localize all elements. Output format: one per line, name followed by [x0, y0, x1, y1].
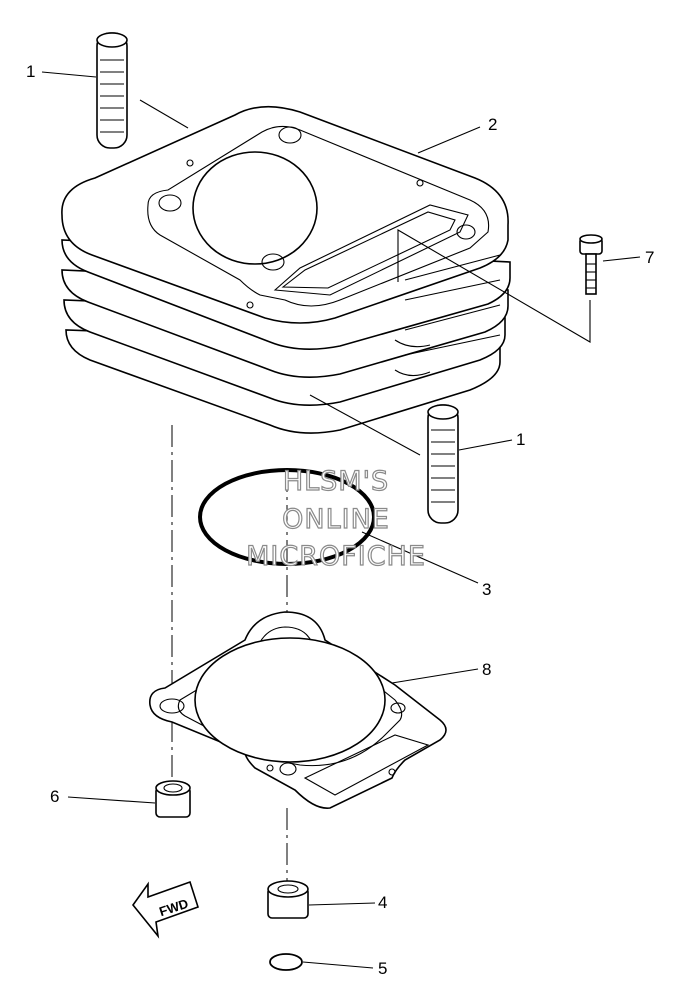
callout-3: 3 [482, 580, 491, 599]
watermark: HLSM'S ONLINE MICROFICHE [245, 465, 426, 572]
bolt-guide-line [397, 229, 591, 343]
cylinder-block [61, 105, 511, 434]
collar-left [155, 780, 191, 818]
fwd-arrow-icon: FWD [131, 880, 199, 939]
watermark-line-3: MICROFICHE [246, 541, 426, 572]
bolt [579, 234, 603, 295]
callout-2: 2 [488, 115, 497, 134]
pin-guide-line [139, 99, 189, 129]
callout-1-top: 1 [26, 62, 35, 81]
small-o-ring [269, 953, 303, 971]
watermark-line-1: HLSM'S [283, 466, 389, 497]
callout-7: 7 [645, 248, 654, 267]
callout-5: 5 [378, 959, 387, 978]
base-gasket [148, 611, 447, 809]
callout-1-right: 1 [516, 430, 525, 449]
callout-6: 6 [50, 787, 59, 806]
callout-8: 8 [482, 660, 491, 679]
dowel-pin-right [427, 404, 459, 524]
dowel-pin-top-left [96, 32, 128, 149]
collar-bottom [267, 880, 309, 919]
leader-lines [41, 71, 641, 969]
pin-guide-line-right [309, 394, 421, 456]
callout-4: 4 [378, 893, 387, 912]
watermark-line-2: ONLINE [282, 504, 390, 535]
